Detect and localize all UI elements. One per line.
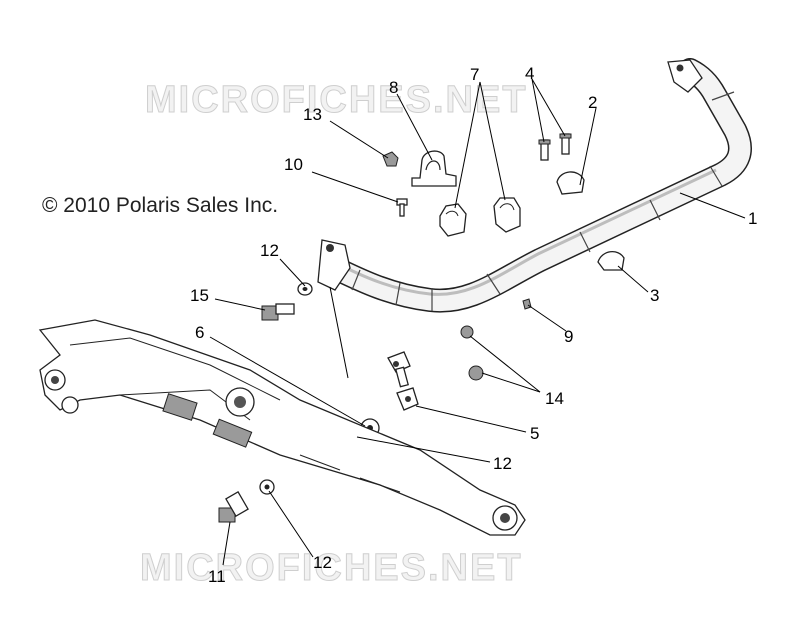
- bushing-left: [439, 203, 467, 237]
- callout-12-middle: 12: [493, 454, 512, 473]
- bushing-half-upper: [556, 171, 585, 195]
- callout-1: 1: [748, 209, 757, 228]
- callout-14: 14: [545, 389, 564, 408]
- bolt-pair: [538, 133, 572, 161]
- flange-nuts: [460, 325, 484, 381]
- trailing-arm: [38, 319, 526, 536]
- screw: [396, 198, 408, 217]
- callout-5: 5: [530, 424, 539, 443]
- callout-3: 3: [650, 286, 659, 305]
- callout-6: 6: [195, 323, 204, 342]
- nut: [382, 151, 399, 167]
- stabilizer-bar: [317, 58, 752, 313]
- callout-15: 15: [190, 286, 209, 305]
- watermark-top: MICROFICHES.NET: [145, 79, 528, 121]
- callout-7: 7: [470, 65, 479, 84]
- callout-4: 4: [525, 64, 534, 83]
- callout-13: 13: [303, 105, 322, 124]
- watermark-bottom: MICROFICHES.NET: [140, 547, 523, 589]
- callout-2: 2: [588, 93, 597, 112]
- callout-10: 10: [284, 155, 303, 174]
- copyright-text: © 2010 Polaris Sales Inc.: [42, 194, 278, 217]
- bolt-15: [261, 303, 295, 321]
- callout-8: 8: [389, 78, 398, 97]
- clip: [522, 298, 532, 310]
- callout-11: 11: [208, 567, 226, 586]
- leader-lines: [209, 78, 746, 566]
- bushing-right: [493, 197, 521, 233]
- callout-12-lower: 12: [313, 553, 332, 572]
- callout-12-upper: 12: [260, 241, 279, 260]
- bushing-clamp: [411, 150, 457, 187]
- stabilizer-link: [387, 351, 419, 411]
- bolt-11: [218, 490, 249, 523]
- bushing-half-lower: [597, 251, 625, 271]
- callout-9: 9: [564, 327, 573, 346]
